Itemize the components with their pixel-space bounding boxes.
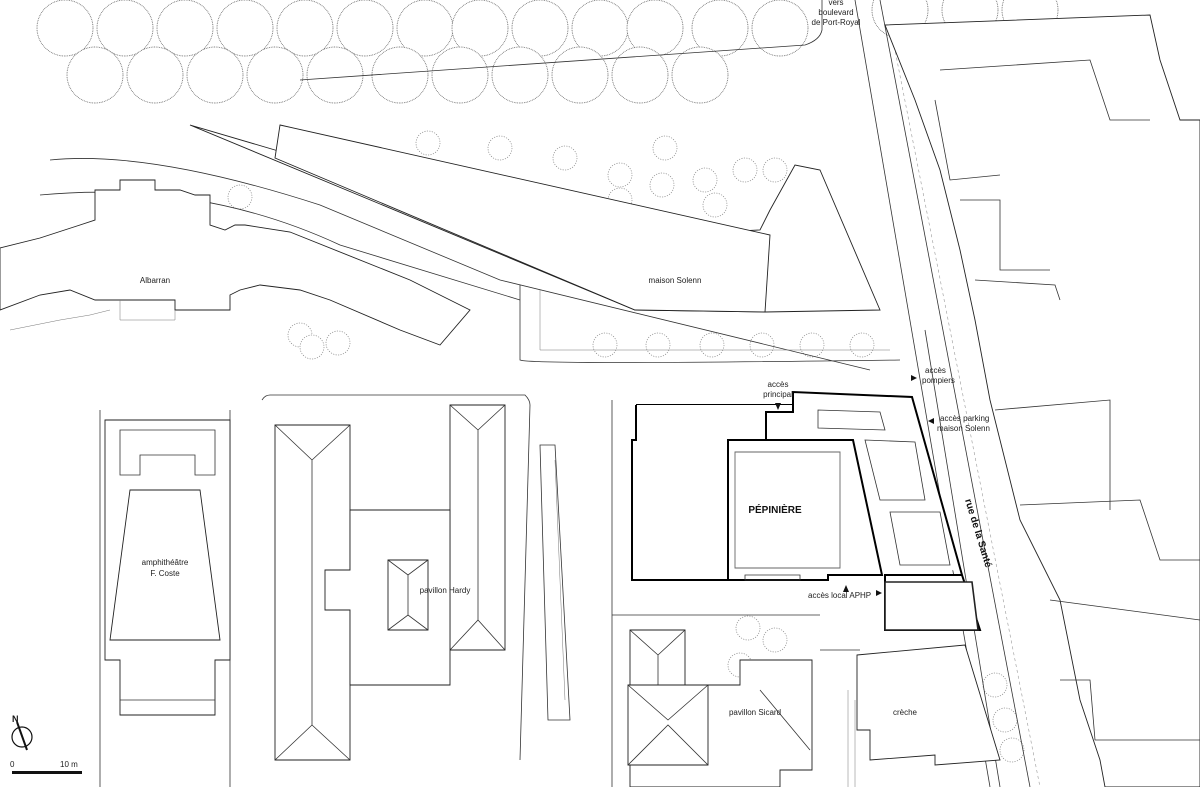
label-amphi-line1: amphithéâtre bbox=[142, 558, 189, 567]
park-tree bbox=[611, 46, 669, 104]
building-albarran: Albarran bbox=[0, 179, 471, 346]
building-creche: crèche bbox=[856, 644, 1001, 766]
park-tree bbox=[336, 0, 394, 57]
tree bbox=[732, 157, 758, 183]
tree bbox=[699, 332, 725, 358]
tree bbox=[415, 130, 441, 156]
park-tree bbox=[276, 0, 334, 57]
tree bbox=[227, 184, 253, 210]
tree bbox=[592, 332, 618, 358]
city-blocks-east bbox=[884, 14, 1200, 787]
label-vers-2: boulevard bbox=[818, 8, 853, 17]
tree bbox=[692, 167, 718, 193]
north-arrow: N bbox=[11, 714, 33, 751]
tree bbox=[999, 737, 1025, 763]
label-pavillon-hardy: pavillon Hardy bbox=[420, 586, 471, 595]
building-amphitheatre: amphithéâtre F. Coste bbox=[104, 419, 231, 716]
tree bbox=[552, 145, 578, 171]
tree bbox=[299, 334, 325, 360]
park-tree bbox=[626, 0, 684, 57]
tree bbox=[799, 332, 825, 358]
tree bbox=[749, 332, 775, 358]
arrow-local bbox=[843, 585, 849, 592]
tree bbox=[992, 707, 1018, 733]
label-vers-3: de Port-Royal bbox=[812, 18, 861, 27]
tree bbox=[702, 192, 728, 218]
arrow-local-2 bbox=[876, 590, 882, 596]
label-albarran: Albarran bbox=[140, 276, 170, 285]
tree bbox=[487, 135, 513, 161]
label-pepiniere: PÉPINIÈRE bbox=[748, 503, 802, 516]
park-tree bbox=[451, 0, 509, 57]
label-acces-parking-1: accès parking bbox=[940, 414, 989, 423]
building-pepiniere: PÉPINIÈRE bbox=[631, 390, 982, 631]
arrow-principal bbox=[775, 403, 781, 410]
north-letter: N bbox=[12, 714, 19, 724]
tree bbox=[649, 172, 675, 198]
label-rue-de-la-sante: rue de la Santé bbox=[962, 498, 993, 570]
building-pavillon-sicard: pavillon Sicard bbox=[627, 629, 813, 787]
label-acces-pompiers-2: pompiers bbox=[922, 376, 955, 385]
tree bbox=[762, 157, 788, 183]
park-tree bbox=[96, 0, 154, 57]
park-tree bbox=[186, 46, 244, 104]
label-creche: crèche bbox=[893, 708, 918, 717]
building-pavillon-hardy: pavillon Hardy bbox=[274, 404, 506, 761]
park-tree bbox=[66, 46, 124, 104]
tree bbox=[607, 162, 633, 188]
building-maison-solenn: maison Solenn bbox=[189, 124, 881, 313]
label-vers-1: vers bbox=[828, 0, 843, 7]
tree bbox=[735, 615, 761, 641]
tree bbox=[325, 330, 351, 356]
park-tree bbox=[691, 0, 749, 57]
park-tree bbox=[371, 46, 429, 104]
label-acces-pompiers-1: accès bbox=[925, 366, 946, 375]
label-pavillon-sicard: pavillon Sicard bbox=[729, 708, 781, 717]
scale-distance: 10 m bbox=[60, 760, 78, 769]
tree bbox=[982, 672, 1008, 698]
park-tree bbox=[36, 0, 94, 57]
park-tree bbox=[671, 46, 729, 104]
park-tree bbox=[751, 0, 809, 57]
tree bbox=[652, 135, 678, 161]
scattered-trees bbox=[227, 130, 1025, 763]
arrow-parking bbox=[928, 418, 934, 424]
park-tree bbox=[431, 46, 489, 104]
park-tree bbox=[216, 0, 274, 57]
tree bbox=[645, 332, 671, 358]
label-maison-solenn: maison Solenn bbox=[649, 276, 702, 285]
label-acces-local: accès local APHP bbox=[808, 591, 871, 600]
park-tree bbox=[511, 0, 569, 57]
arrow-pompiers bbox=[911, 375, 917, 381]
scale-bar: 0 10 m bbox=[10, 760, 82, 774]
label-amphi-line2: F. Coste bbox=[150, 569, 180, 578]
label-acces-parking-2: maison Solenn bbox=[937, 424, 990, 433]
park-tree bbox=[156, 0, 214, 57]
park-tree bbox=[246, 46, 304, 104]
tree bbox=[849, 332, 875, 358]
park-tree bbox=[551, 46, 609, 104]
tree bbox=[762, 627, 788, 653]
label-acces-principal-1: accès bbox=[768, 380, 789, 389]
scale-zero: 0 bbox=[10, 760, 15, 769]
park-tree bbox=[491, 46, 549, 104]
park-tree bbox=[306, 46, 364, 104]
label-acces-principal-2: principal bbox=[763, 390, 793, 399]
park-trees bbox=[36, 0, 1059, 104]
park-tree bbox=[126, 46, 184, 104]
